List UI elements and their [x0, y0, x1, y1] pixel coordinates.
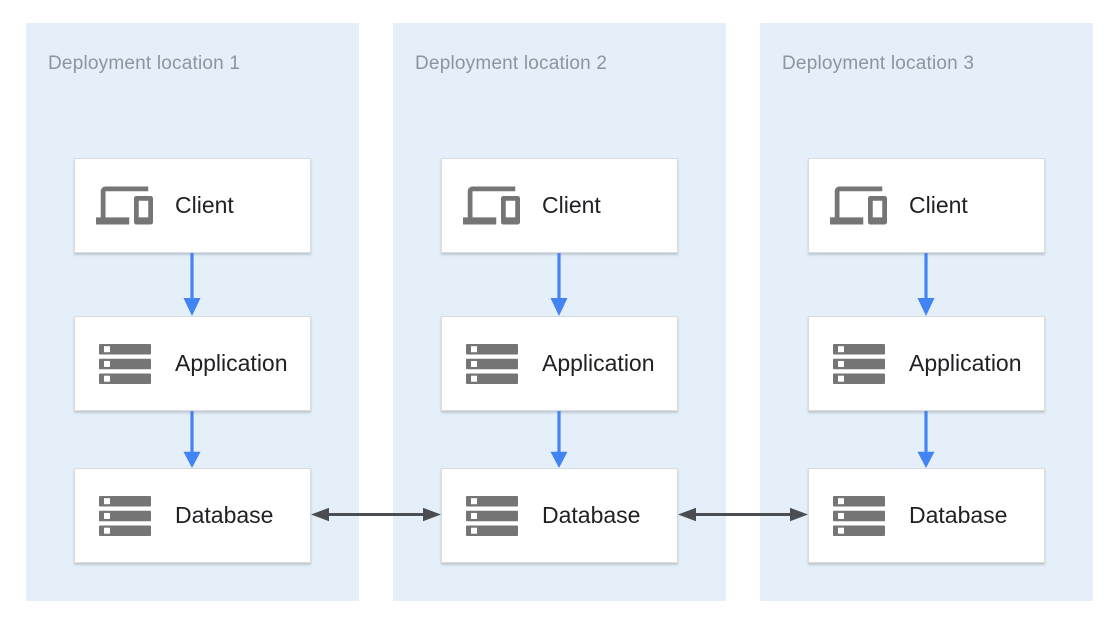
client-node: Client: [808, 158, 1045, 253]
devices-icon: [96, 185, 153, 226]
client-to-application-arrow: [549, 253, 569, 316]
devices-icon: [463, 185, 520, 226]
application-node: Application: [441, 316, 678, 411]
client-node: Client: [74, 158, 311, 253]
node-label: Database: [542, 502, 641, 528]
application-node: Application: [74, 316, 311, 411]
node-label: Application: [175, 350, 288, 376]
node-label: Application: [542, 350, 655, 376]
server-stack-icon: [96, 495, 153, 536]
server-stack-icon: [463, 343, 520, 384]
node-label: Client: [175, 192, 234, 218]
database-node: Database: [808, 468, 1045, 563]
server-stack-icon: [830, 343, 887, 384]
deployment-panel-2: Deployment location 2 Client Application…: [393, 23, 726, 601]
node-label: Database: [909, 502, 1008, 528]
node-label: Application: [909, 350, 1022, 376]
panel-title: Deployment location 2: [415, 53, 608, 74]
deployment-panel-3: Deployment location 3 Client Application…: [760, 23, 1093, 601]
application-to-database-arrow: [549, 411, 569, 468]
devices-icon: [830, 185, 887, 226]
node-label: Database: [175, 502, 274, 528]
database-node: Database: [74, 468, 311, 563]
deployment-panel-1: Deployment location 1 Client Application…: [26, 23, 359, 601]
server-stack-icon: [830, 495, 887, 536]
application-to-database-arrow: [182, 411, 202, 468]
server-stack-icon: [96, 343, 153, 384]
node-label: Client: [542, 192, 601, 218]
database-node: Database: [441, 468, 678, 563]
client-node: Client: [441, 158, 678, 253]
application-node: Application: [808, 316, 1045, 411]
node-label: Client: [909, 192, 968, 218]
database-sync-arrow-1-2: [311, 507, 441, 522]
client-to-application-arrow: [916, 253, 936, 316]
server-stack-icon: [463, 495, 520, 536]
panel-title: Deployment location 3: [782, 53, 975, 74]
application-to-database-arrow: [916, 411, 936, 468]
panel-title: Deployment location 1: [48, 53, 241, 74]
database-sync-arrow-2-3: [678, 507, 808, 522]
client-to-application-arrow: [182, 253, 202, 316]
